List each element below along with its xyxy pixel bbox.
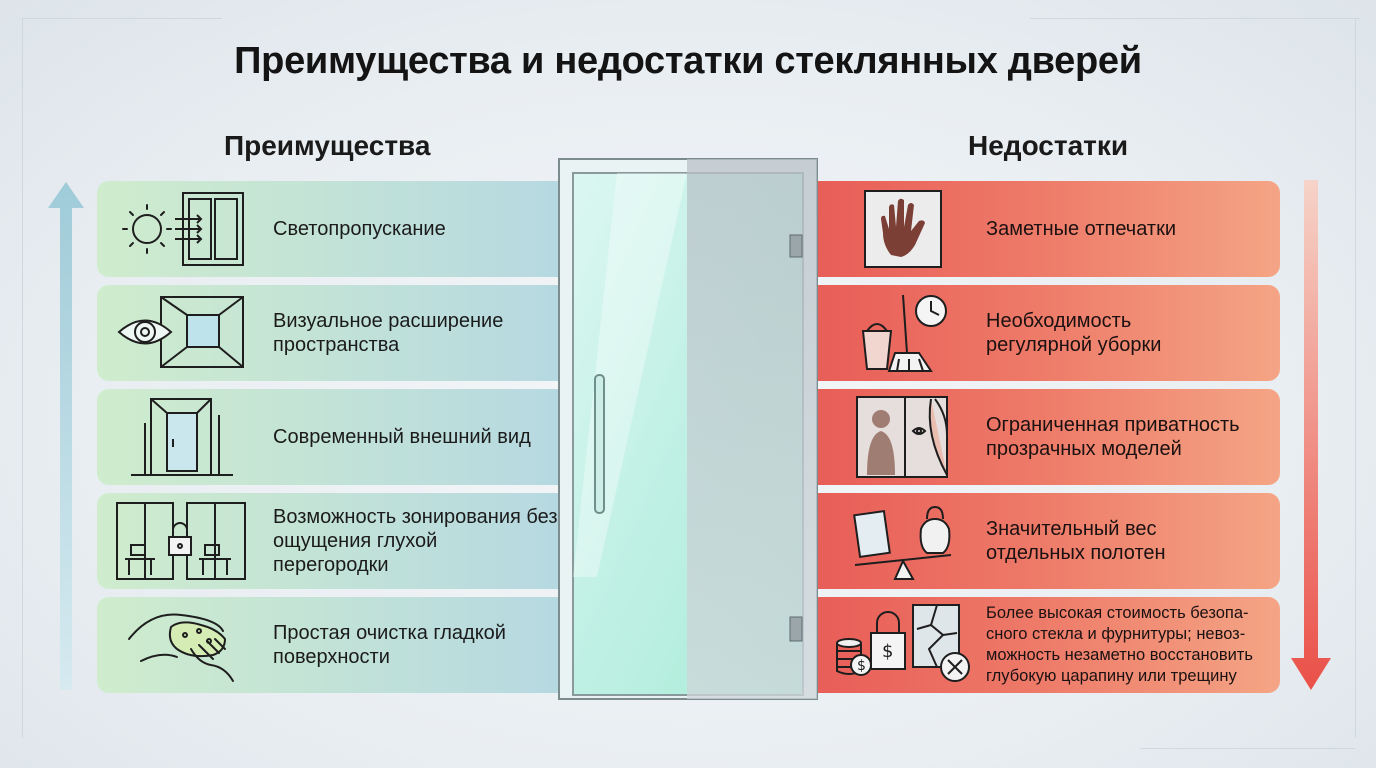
glass-door-illustration [557, 157, 819, 701]
advantage-card-cleaning: Простая очистка гладкой поверхности [97, 597, 579, 693]
frame-bottom-right [1140, 748, 1355, 749]
svg-text:$: $ [882, 641, 893, 662]
cleaning-clock-icon [855, 291, 955, 375]
sun-window-icon [117, 189, 247, 269]
advantage-card-modern: Современный внешний вид [97, 389, 579, 485]
disadvantage-text: Ограниченная приватность прозрачных моде… [986, 414, 1240, 460]
frame-top-right [1030, 18, 1360, 19]
disadvantages-heading: Недостатки [968, 130, 1129, 161]
disadvantage-card-privacy: Ограниченная приватность прозрачных моде… [805, 389, 1280, 485]
advantages-heading: Преимущества [224, 130, 431, 161]
advantage-card-zoning: Возможность зонирования без ощущения глу… [97, 493, 579, 589]
disadvantage-text: Более высокая стоимость безопа-сного сте… [986, 604, 1253, 685]
svg-text:$: $ [857, 658, 866, 674]
frame-left [22, 18, 23, 738]
modern-door-icon [129, 395, 239, 479]
eye-room-icon [117, 295, 247, 371]
disadvantage-text: Значительный вес отдельных полотен [986, 518, 1166, 564]
weight-scale-icon [847, 499, 957, 583]
page-title: Преимущества и недостатки стеклянных две… [234, 40, 1142, 82]
handprint-icon [863, 189, 943, 269]
arrow-up-icon [48, 182, 84, 690]
silhouette-curtain-icon [855, 395, 949, 479]
arrow-down-icon [1291, 180, 1331, 690]
advantage-card-space: Визуальное расширение пространства [97, 285, 579, 381]
frame-top-left [22, 18, 222, 19]
advantage-text: Простая очистка гладкой поверхности [273, 622, 506, 668]
zoning-partition-icon [115, 499, 249, 583]
frame-right [1355, 18, 1356, 738]
disadvantage-card-prints: Заметные отпечатки [805, 181, 1280, 277]
advantage-text: Современный внешний вид [273, 426, 531, 448]
hand-wiping-icon [121, 605, 241, 685]
advantage-text: Светопропускание [273, 218, 446, 240]
disadvantage-card-cost: $ $ Более высокая стоимость безопа-сного… [805, 597, 1280, 693]
disadvantage-card-weight: Значительный вес отдельных полотен [805, 493, 1280, 589]
disadvantage-text: Необходимость регулярной уборки [986, 310, 1162, 356]
advantage-text: Возможность зонирования без ощущения глу… [273, 506, 558, 576]
disadvantage-card-cleaning: Необходимость регулярной уборки [805, 285, 1280, 381]
advantage-text: Визуальное расширение пространства [273, 310, 504, 356]
cost-lock-crack-icon: $ $ [833, 603, 975, 687]
disadvantage-text: Заметные отпечатки [986, 218, 1176, 240]
advantage-card-light: Светопропускание [97, 181, 579, 277]
